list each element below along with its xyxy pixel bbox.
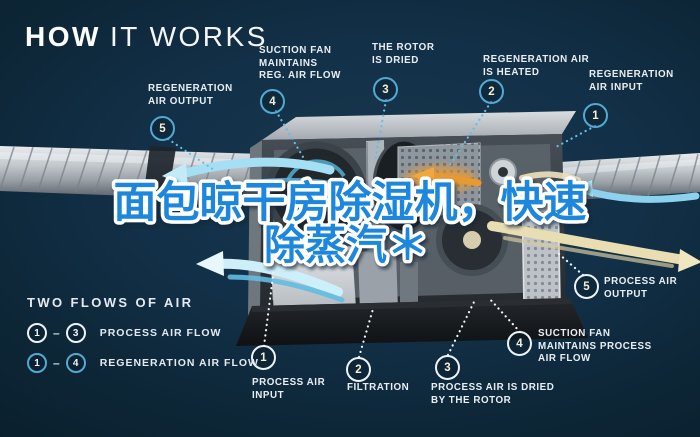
- regeneration-air-input-arrow: [571, 180, 700, 203]
- legend-regen-label: REGENERATION AIR FLOW: [99, 357, 259, 369]
- page-title-light: IT WORKS: [109, 21, 268, 52]
- process-point-1-label: PROCESS AIR INPUT: [252, 377, 326, 401]
- process-point-3-badge: 3: [435, 355, 460, 380]
- process-point-4-badge: 4: [507, 331, 532, 356]
- process-leaders: [262, 252, 585, 359]
- overlay-line1: 面包晾干房除湿机，快速: [114, 179, 587, 227]
- regen-point-4-number: 4: [269, 95, 276, 108]
- process-point-4-number: 4: [516, 337, 523, 350]
- regen-point-2-number: 2: [488, 85, 495, 98]
- regeneration-air-output-arrow: [162, 157, 339, 192]
- overlay-line2: 除蒸汽＊: [264, 222, 428, 268]
- process-air-input-arrow: [196, 251, 345, 303]
- process-point-2-badge: 2: [346, 357, 371, 382]
- regen-point-4-badge: 4: [260, 89, 285, 114]
- process-point-5-badge: 5: [574, 274, 599, 299]
- legend-regen-to-circle: 4: [65, 353, 86, 373]
- regen-point-2-label: REGENERATION AIR IS HEATED: [483, 54, 590, 78]
- legend: TWO FLOWS OF AIR 1 – 3 PROCESS AIR FLOW …: [27, 295, 259, 383]
- regen-point-1-number: 1: [592, 109, 599, 122]
- process-point-3-number: 3: [444, 361, 451, 374]
- legend-process-label: PROCESS AIR FLOW: [99, 327, 222, 339]
- legend-process-dash: –: [53, 326, 60, 340]
- regen-point-1-badge: 1: [583, 103, 608, 128]
- process-point-1-number: 1: [260, 351, 267, 364]
- regen-point-5-badge: 5: [150, 116, 175, 141]
- right-air-duct: [560, 153, 700, 201]
- leader-lines: [166, 98, 597, 359]
- legend-regen-from-circle: 1: [27, 353, 47, 373]
- process-point-1-badge: 1: [251, 345, 276, 370]
- process-point-2-number: 2: [355, 363, 362, 376]
- legend-process-from-circle: 1: [27, 323, 47, 343]
- regeneration-leaders: [166, 98, 597, 172]
- overlay-headline: 面包晾干房除湿机，快速 除蒸汽＊: [110, 176, 590, 272]
- process-point-2-label: FILTRATION: [347, 382, 410, 393]
- legend-regen-dash: –: [53, 356, 60, 370]
- page-title: HOW IT WORKS: [25, 21, 268, 53]
- legend-process-to-circle: 3: [65, 323, 86, 343]
- process-air-output-arrow: [487, 221, 700, 272]
- regen-point-5-number: 5: [159, 122, 166, 135]
- page-title-bold: HOW: [25, 21, 101, 52]
- moist-air-ribbon: [519, 171, 581, 183]
- air-flows: [162, 157, 700, 303]
- regen-point-5-label: REGENERATION AIR OUTPUT: [148, 83, 233, 107]
- regen-point-3-badge: 3: [373, 77, 398, 102]
- regen-point-1-label: REGENERATION AIR INPUT: [589, 69, 674, 93]
- regen-point-2-badge: 2: [479, 79, 504, 104]
- process-point-4-label: SUCTION FAN MAINTAINS PROCESS AIR FLOW: [538, 328, 652, 365]
- regen-point-3-label: THE ROTOR IS DRIED: [372, 42, 435, 66]
- legend-heading: TWO FLOWS OF AIR: [27, 295, 194, 310]
- process-point-3-label: PROCESS AIR IS DRIED BY THE ROTOR: [431, 382, 555, 406]
- process-point-5-number: 5: [583, 280, 590, 293]
- legend-row-regeneration: 1 – 4 REGENERATION AIR FLOW: [27, 353, 259, 373]
- regen-point-4-label: SUCTION FAN MAINTAINS REG. AIR FLOW: [259, 45, 341, 82]
- outlet-grille: [521, 185, 561, 309]
- process-point-5-label: PROCESS AIR OUTPUT: [604, 276, 678, 300]
- legend-row-process: 1 – 3 PROCESS AIR FLOW: [27, 323, 259, 343]
- heated-air-arrow: [412, 167, 482, 187]
- regen-point-3-number: 3: [382, 83, 389, 96]
